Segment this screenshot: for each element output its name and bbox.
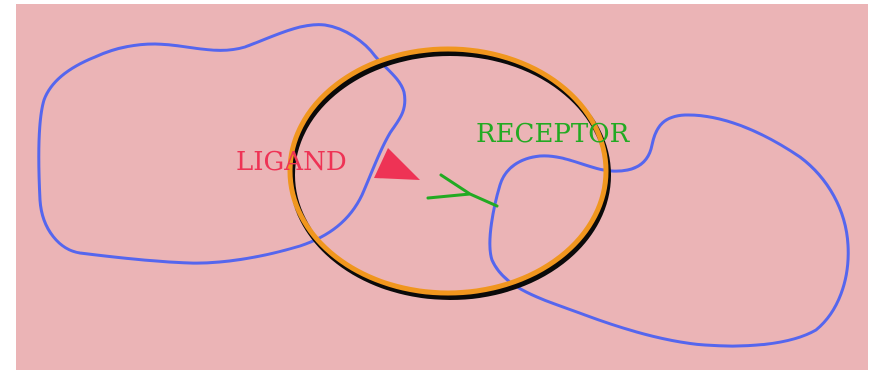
binding-site-ring-inner — [287, 46, 609, 296]
receptor-label: RECEPTOR — [476, 119, 631, 149]
ligand-molecule-outline — [37, 23, 407, 265]
ligand-marker-triangle — [374, 148, 420, 180]
ligand-label: LIGAND — [236, 147, 347, 177]
receptor-molecule-outline — [488, 113, 850, 348]
diagram-background — [16, 4, 868, 370]
receptor-marker-line — [426, 173, 499, 208]
